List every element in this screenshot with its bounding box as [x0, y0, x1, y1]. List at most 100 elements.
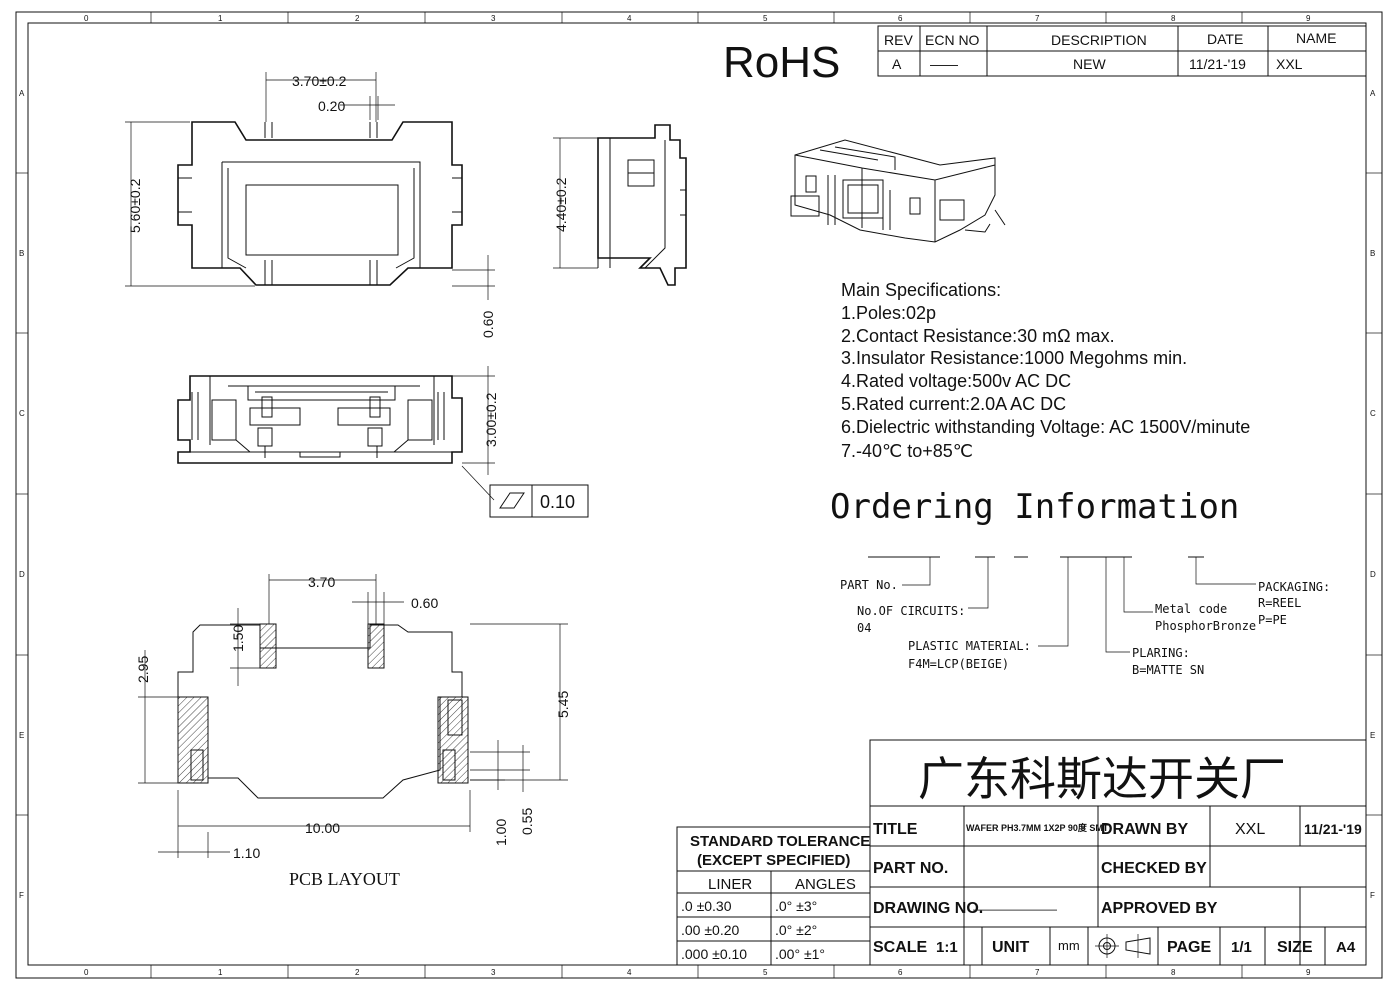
drawing-no-label: DRAWING NO. — [873, 900, 983, 917]
pcb-dim-offset: 1.10 — [233, 845, 260, 861]
pcb-layout-label: PCB LAYOUT — [289, 869, 400, 889]
title-value: WAFER PH3.7MM 1X2P 90度 SMT — [966, 822, 1109, 833]
plating-label: PLARING: — [1132, 646, 1190, 660]
spec-item: 2.Contact Resistance:30 mΩ max. — [841, 326, 1115, 346]
col-label: 0 — [84, 14, 89, 23]
col-label: 2 — [355, 968, 360, 977]
col-label: 6 — [898, 968, 903, 977]
pcb-dim-small1: 1.00 — [493, 819, 509, 846]
circuits-value: 04 — [857, 621, 871, 635]
spec-item: 4.Rated voltage:500v AC DC — [841, 371, 1071, 391]
tolerance-title: STANDARD TOLERANCE — [690, 833, 870, 850]
pcb-dim-small2: 0.55 — [519, 808, 535, 835]
page-value: 1/1 — [1231, 939, 1252, 956]
drawn-by-value: XXL — [1235, 821, 1265, 838]
row-label: E — [1370, 731, 1375, 740]
row-label: B — [1370, 249, 1375, 258]
unit-value: mm — [1058, 938, 1080, 953]
pcb-dim-pad-len: 1.50 — [230, 625, 246, 652]
flatness-icon — [499, 492, 525, 509]
row-label: E — [19, 731, 24, 740]
dim-top-width: 3.70±0.2 — [292, 73, 347, 89]
side-view: 4.40±0.2 — [553, 124, 687, 286]
ordering-heading: Ordering Information — [830, 487, 1239, 527]
dim-front-height: 3.00±0.2 — [483, 392, 499, 447]
pcb-pad — [367, 623, 385, 669]
col-label: 8 — [1171, 968, 1176, 977]
approved-by-label: APPROVED BY — [1101, 900, 1218, 917]
row-label: D — [1370, 570, 1376, 579]
drawn-by-label: DRAWN BY — [1101, 821, 1188, 838]
spec-item: 6.Dielectric withstanding Voltage: AC 15… — [841, 417, 1250, 437]
company-name: 广东科斯达开关厂 — [918, 753, 1286, 805]
col-label: 9 — [1306, 968, 1311, 977]
pcb-dim-total-height: 5.45 — [555, 691, 571, 718]
title-block: 广东科斯达开关厂 TITLE WAFER PH3.7MM 1X2P 90度 SM… — [869, 739, 1367, 966]
part-no-label: PART No. — [840, 578, 898, 592]
description-value: NEW — [1073, 56, 1106, 72]
isometric-view — [790, 139, 1006, 243]
col-label: 8 — [1171, 14, 1176, 23]
packaging-label: PACKAGING: — [1258, 580, 1330, 594]
tolerance-cell: .0 ±0.30 — [681, 898, 732, 914]
page-label: PAGE — [1167, 939, 1211, 956]
rohs-mark: RoHS — [723, 38, 840, 87]
spec-item: 3.Insulator Resistance:1000 Megohms min. — [841, 348, 1187, 368]
packaging-reel: R=REEL — [1258, 596, 1301, 610]
spec-item: 5.Rated current:2.0A AC DC — [841, 394, 1066, 414]
dim-top-height: 5.60±0.2 — [127, 178, 143, 233]
row-label: D — [19, 570, 25, 579]
name-value: XXL — [1276, 56, 1303, 72]
col-label: 3 — [491, 14, 496, 23]
col-label: 7 — [1035, 968, 1040, 977]
plating-value: B=MATTE SN — [1132, 663, 1204, 677]
col-label: 2 — [355, 14, 360, 23]
dim-top-pin: 0.20 — [318, 98, 345, 114]
col-label: 4 — [627, 968, 632, 977]
pcb-dim-left-height: 2.95 — [135, 656, 151, 683]
tolerance-cell: .00 ±0.20 — [681, 922, 739, 938]
tolerance-cell: .0° ±2° — [775, 922, 817, 938]
tolerance-subtitle: (EXCEPT SPECIFIED) — [697, 852, 850, 869]
projection-symbol-icon — [1095, 934, 1151, 958]
checked-by-label: CHECKED BY — [1101, 860, 1207, 877]
col-label: 9 — [1306, 14, 1311, 23]
col-label: 7 — [1035, 14, 1040, 23]
col-label: 5 — [763, 14, 768, 23]
name-header: NAME — [1296, 30, 1336, 46]
top-view: 3.70±0.2 0.20 5.60±0.2 0.60 — [125, 72, 496, 338]
title-label: TITLE — [873, 821, 918, 838]
ecn-header: ECN NO — [925, 32, 980, 48]
dim-gap: 0.60 — [480, 311, 496, 338]
main-specifications: Main Specifications: 1.Poles:02p 2.Conta… — [841, 280, 1250, 461]
col-label: 1 — [218, 968, 223, 977]
dim-side-height: 4.40±0.2 — [553, 177, 569, 232]
col-label: 4 — [627, 14, 632, 23]
drawing-no-value: ——————— — [973, 902, 1057, 916]
metal-value: PhosphorBronze — [1155, 619, 1256, 633]
plastic-label: PLASTIC MATERIAL: — [908, 639, 1031, 653]
size-value: A4 — [1336, 939, 1356, 956]
part-no-label: PART NO. — [873, 860, 948, 877]
drawn-date: 11/21-'19 — [1304, 821, 1362, 837]
tolerance-table: STANDARD TOLERANCE (EXCEPT SPECIFIED) LI… — [676, 826, 871, 966]
pcb-dim-pitch: 3.70 — [308, 574, 335, 590]
metal-label: Metal code — [1155, 602, 1227, 616]
ecn-value: —— — [930, 56, 958, 72]
col-label: 3 — [491, 968, 496, 977]
revision-table: REV ECN NO DESCRIPTION DATE NAME A —— NE… — [877, 25, 1367, 77]
size-label: SIZE — [1277, 939, 1313, 956]
date-header: DATE — [1207, 31, 1243, 47]
row-label: A — [1370, 89, 1376, 98]
packaging-pe: P=PE — [1258, 613, 1287, 627]
row-label: A — [19, 89, 25, 98]
tolerance-cell: .00° ±1° — [775, 946, 825, 962]
description-header: DESCRIPTION — [1051, 32, 1147, 48]
tolerance-cell: .000 ±0.10 — [681, 946, 747, 962]
spec-item: 7.-40℃ to+85℃ — [841, 441, 973, 461]
row-label: F — [19, 891, 24, 900]
rev-value: A — [892, 56, 902, 72]
col-label: 6 — [898, 14, 903, 23]
